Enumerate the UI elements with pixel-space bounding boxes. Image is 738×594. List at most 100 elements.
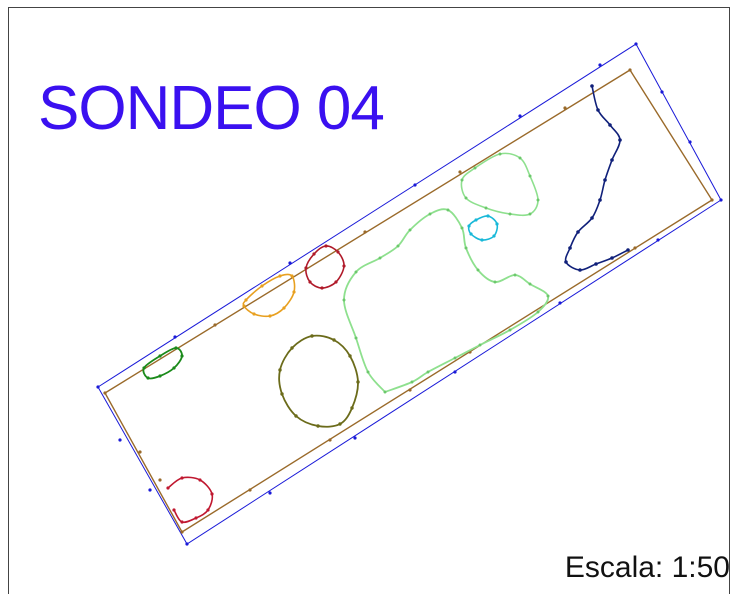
zone-navy-point-12 [578,268,582,272]
zone-green-oval-point-1 [473,166,477,170]
zone-olive-point-1 [290,346,294,350]
zone-green-oval [460,152,539,217]
zone-green-oval-point-6 [528,212,532,216]
outer-boundary-point-4 [413,183,417,187]
inner-boundary-point-1 [103,391,107,395]
zone-green-large-point-2 [366,370,370,374]
zone-cyan-point-3 [495,222,499,226]
zone-green-large-point-14 [493,280,497,284]
inner-boundary-point-15 [138,450,142,454]
inner-boundary-point-6 [628,68,632,72]
zone-crimson-point-1 [166,486,170,490]
zone-green-oval-point-9 [464,196,468,200]
zone-green-oval-point-4 [528,174,532,178]
zone-orange [242,273,296,318]
zone-orange-point-6 [282,306,286,310]
zone-green-large-point-20 [478,343,482,347]
zone-green-oval-point-7 [508,212,512,216]
zone-red-point-1 [304,266,308,270]
zone-green-large-point-8 [408,228,412,232]
zone-navy-point-2 [596,108,600,112]
zone-olive [278,334,359,428]
inner-boundary-point-3 [363,230,367,234]
zone-green-large-point-22 [426,370,430,374]
zone-green-large-point-21 [453,356,457,360]
zone-green-oval-point-10 [460,178,464,182]
zone-olive-point-4 [348,354,352,358]
zone-green-large-point-18 [536,310,540,314]
outer-boundary-point-10 [719,198,723,202]
zone-red-point-2 [312,252,316,256]
outer-boundary-point-12 [558,301,562,305]
zone-red-point-6 [334,280,338,284]
zone-navy-point-6 [603,178,607,182]
zone-green-large-point-4 [342,298,346,302]
zone-olive-point-3 [332,338,336,342]
zone-green-large-point-16 [528,282,532,286]
zone-navy-point-9 [576,230,580,234]
zone-green-large-point-3 [354,336,358,340]
zone-crimson-point-4 [210,492,214,496]
zone-cyan-point-5 [480,238,484,242]
zone-navy-point-11 [564,260,568,264]
zone-red-point-8 [308,280,312,284]
zone-cyan-point-4 [492,234,496,238]
zone-crimson [167,476,214,524]
inner-boundary-point-11 [328,438,332,442]
zone-orange-point-2 [260,284,264,288]
outer-boundary-point-13 [453,370,457,374]
outer-boundary-point-17 [148,488,152,492]
zone-orange-point-1 [244,298,248,302]
zone-orange-point-3 [278,274,282,278]
zone-navy-point-10 [568,246,572,250]
zone-green-large-point-5 [354,270,358,274]
page-title: SONDEO 04 [38,74,385,143]
drawing-frame [8,7,730,594]
zone-olive-point-8 [316,424,320,428]
inner-boundary-point-2 [213,323,217,327]
scale-label: Escala: 1:50 [564,551,730,584]
zone-green-large-point-19 [508,328,512,332]
inner-boundary-point-10 [408,388,412,392]
inner-boundary-point-5 [563,106,567,110]
zone-crimson-point-3 [198,478,202,482]
inner-boundary-point-4 [458,170,462,174]
zone-green-large-point-15 [513,273,517,277]
zone-orange-point-7 [268,314,272,318]
zone-red-point-7 [320,286,324,290]
zone-green-dark-point-4 [180,354,184,358]
outer-boundary-point-7 [634,42,638,46]
zone-green-large-point-10 [446,208,450,212]
zone-green-dark-point-3 [174,346,178,350]
zone-green-large-point-9 [428,212,432,216]
zone-green-large-point-1 [383,390,387,394]
zone-green-oval-point-5 [536,198,540,202]
zone-crimson-point-7 [180,520,184,524]
zone-crimson-point-6 [194,516,198,520]
zone-green-large-point-12 [464,246,468,250]
zone-navy-point-13 [594,262,598,266]
zone-navy-point-1 [590,84,594,88]
zone-navy-point-4 [618,138,622,142]
zone-green-oval-point-2 [498,152,502,156]
zone-cyan-point-6 [469,232,473,236]
inner-boundary-point-13 [180,530,184,534]
zone-green-dark [142,347,183,380]
zone-green-dark-point-7 [146,376,150,380]
zone-crimson-point-8 [172,508,176,512]
zone-red-point-4 [336,250,340,254]
zone-orange-point-9 [242,304,246,308]
zone-navy-point-3 [608,123,612,127]
zone-olive-point-11 [278,368,282,372]
outer-boundary-point-14 [353,436,357,440]
zone-cyan-point-2 [486,214,490,218]
outer-boundary-point-6 [598,63,602,67]
zone-navy-point-7 [598,198,602,202]
zone-olive-point-9 [294,414,298,418]
zone-olive-point-5 [356,380,360,384]
zone-cyan-point-1 [474,218,478,222]
zone-red-point-3 [324,244,328,248]
outer-boundary-point-15 [268,491,272,495]
outer-boundary-point-5 [518,114,522,118]
